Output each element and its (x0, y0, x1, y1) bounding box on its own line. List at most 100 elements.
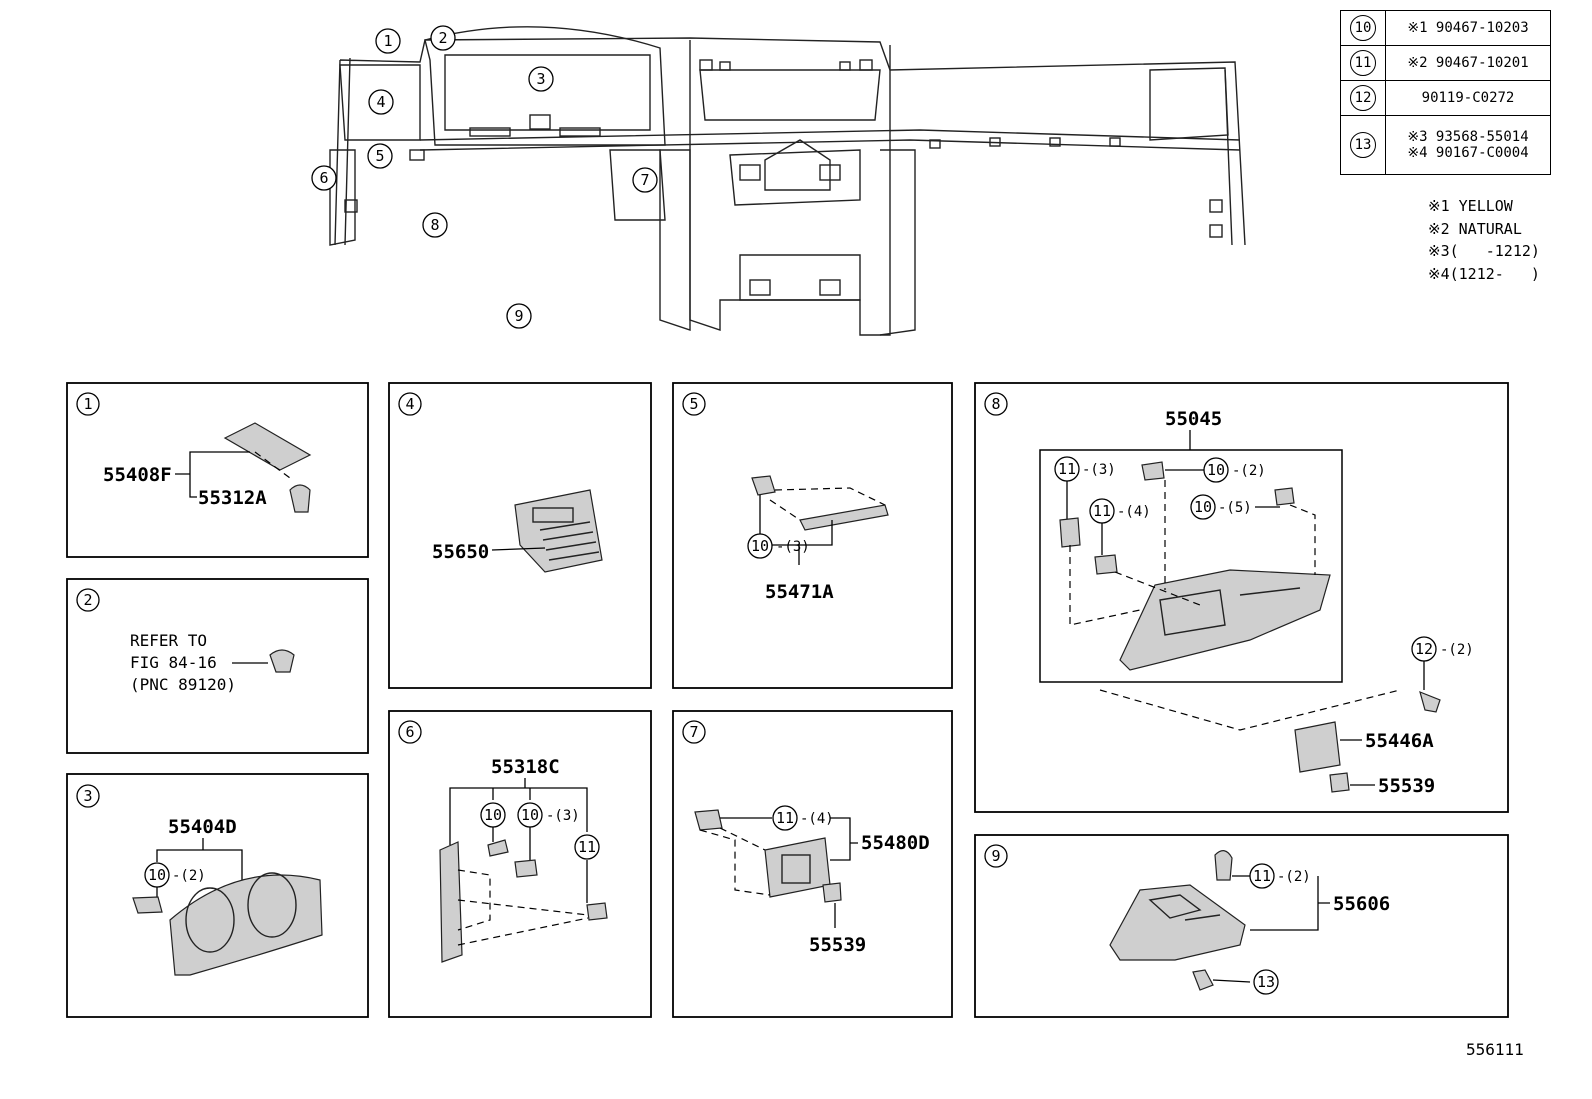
legend-part: ※3 93568-55014 (1407, 129, 1529, 145)
switch-bezel (764, 837, 831, 898)
overview-callout-2: 2 (438, 29, 447, 47)
panel-5-qty: -(3) (776, 539, 810, 555)
lower-panel (1119, 569, 1331, 671)
overview-callout-3: 3 (536, 70, 545, 88)
part-number-55045: 55045 (1165, 408, 1222, 430)
panel-9-qty-a: -(2) (1277, 869, 1311, 885)
reference-line-3: (PNC 89120) (130, 675, 236, 694)
panel-1: 1 55408F 55312A (66, 382, 369, 558)
panel-7-clip (694, 809, 723, 831)
panel-8-number: 8 (991, 395, 1000, 413)
panel-2-number: 2 (83, 591, 92, 609)
grommet-part (269, 649, 295, 673)
panel-8-callout-b: 10 (1207, 461, 1225, 479)
panel-3: 3 55404D 10 -(2) (66, 773, 369, 1018)
notes-block: ※1 YELLOW ※2 NATURAL ※3( -1212) ※4(1212-… (1428, 195, 1540, 285)
part-number-55408F: 55408F (103, 464, 172, 486)
panel-6: 6 55318C 10 10 -(3) 11 (388, 710, 652, 1018)
legend-number: 12 (1350, 85, 1376, 111)
panel-9-callout-b: 13 (1257, 973, 1275, 991)
panel-8-qty-d: -(5) (1218, 500, 1252, 516)
panel-6-callout-a: 10 (484, 806, 502, 824)
panel-7-callout: 11 (776, 809, 794, 827)
panel-7-qty: -(4) (800, 811, 834, 827)
part-number-55480D: 55480D (861, 832, 930, 854)
overview-callout-1: 1 (383, 32, 392, 50)
part-number-55650: 55650 (432, 541, 489, 563)
panel-8-qty-a: -(3) (1082, 462, 1116, 478)
legend-part: 90119-C0272 (1385, 80, 1551, 116)
panel-8-callout-c: 11 (1093, 502, 1111, 520)
legend-row: 13 ※3 93568-55014※4 90167-C0004 (1340, 115, 1551, 175)
part-number-55404D: 55404D (168, 816, 237, 838)
legend-row: 12 90119-C0272 (1340, 80, 1551, 116)
panel-6-number: 6 (405, 723, 414, 741)
panel-5-clip (751, 475, 776, 496)
legend-part: ※2 90467-10201 (1385, 45, 1551, 81)
figure-number: 556111 (1466, 1040, 1524, 1059)
panel-8-callout-e: 12 (1415, 640, 1433, 658)
panel-7-cap (822, 882, 842, 903)
panel-4-number: 4 (405, 395, 414, 413)
panel-6-callout-c: 11 (578, 838, 596, 856)
bolt-part (1419, 690, 1441, 713)
legend-table: 10 ※1 90467-10203 11 ※2 90467-10201 12 9… (1340, 10, 1551, 175)
legend-number: 11 (1350, 50, 1376, 76)
side-panel (439, 841, 463, 963)
panel-8: 8 55045 11 -(3) 10 -(2) 11 -(4) 10 -(5) … (974, 382, 1509, 813)
note-line: ※4(1212- ) (1428, 264, 1540, 283)
panel-6-callout-b: 10 (521, 806, 539, 824)
panel-3-qty: -(2) (172, 868, 206, 884)
reference-line-2: FIG 84-16 (130, 653, 217, 672)
overview-callout-5: 5 (375, 147, 384, 165)
overview-callout-6: 6 (319, 169, 328, 187)
cover-part (223, 422, 312, 471)
panel-5-number: 5 (689, 395, 698, 413)
legend-row: 11 ※2 90467-10201 (1340, 45, 1551, 81)
part-number-55446A: 55446A (1365, 730, 1434, 752)
panel-9: 9 11 -(2) 55606 13 (974, 834, 1509, 1018)
panel-3-clip (132, 896, 163, 914)
legend-part: ※1 90467-10203 (1385, 10, 1551, 46)
panel-5: 5 10 -(3) 55471A (672, 382, 953, 689)
cluster-finish-panel (169, 874, 323, 976)
note-line: ※3( -1212) (1428, 242, 1540, 260)
part-number-55539-b: 55539 (1378, 775, 1435, 797)
panel-7: 7 11 -(4) 55480D 55539 (672, 710, 953, 1018)
legend-number: 10 (1350, 15, 1376, 41)
panel-8-qty-c: -(4) (1117, 504, 1151, 520)
panel-5-callout: 10 (751, 537, 769, 555)
legend-part: ※4 90167-C0004 (1407, 145, 1529, 161)
part-number-55471A: 55471A (765, 581, 834, 603)
screw-part (1192, 969, 1214, 991)
panel-8-qty-b: -(2) (1232, 463, 1266, 479)
panel-3-number: 3 (83, 787, 92, 805)
panel-9-callout-a: 11 (1253, 867, 1271, 885)
panel-9-number: 9 (991, 847, 1000, 865)
panel-3-callout: 10 (148, 866, 166, 884)
overview-dashboard: 1 2 3 4 5 6 7 8 9 (311, 25, 1246, 336)
panel-9-clip (1214, 850, 1233, 881)
overview-callout-9: 9 (514, 307, 523, 325)
note-line: ※2 NATURAL (1428, 219, 1522, 238)
overview-callout-8: 8 (430, 216, 439, 234)
panel-1-number: 1 (83, 395, 92, 413)
part-number-55606: 55606 (1333, 893, 1390, 915)
lower-finish-panel (1109, 884, 1246, 961)
panel-7-number: 7 (689, 723, 698, 741)
panel-4: 4 55650 (388, 382, 652, 689)
panel-8-qty-e: -(2) (1440, 642, 1474, 658)
clip-part (289, 484, 311, 513)
vent-register (514, 489, 603, 573)
part-number-55539-a: 55539 (809, 934, 866, 956)
legend-number: 13 (1350, 132, 1376, 158)
garnish-strip (799, 504, 889, 531)
part-number-55318C: 55318C (491, 756, 560, 778)
note-line: ※1 YELLOW (1428, 197, 1513, 215)
overview-callouts: 1 2 3 4 5 6 7 8 9 (311, 25, 658, 329)
panel-6-qty: -(3) (546, 808, 580, 824)
panel-2: 2 REFER TO FIG 84-16 (PNC 89120) (66, 578, 369, 754)
panel-8-callout-a: 11 (1058, 460, 1076, 478)
overview-callout-7: 7 (640, 171, 649, 189)
